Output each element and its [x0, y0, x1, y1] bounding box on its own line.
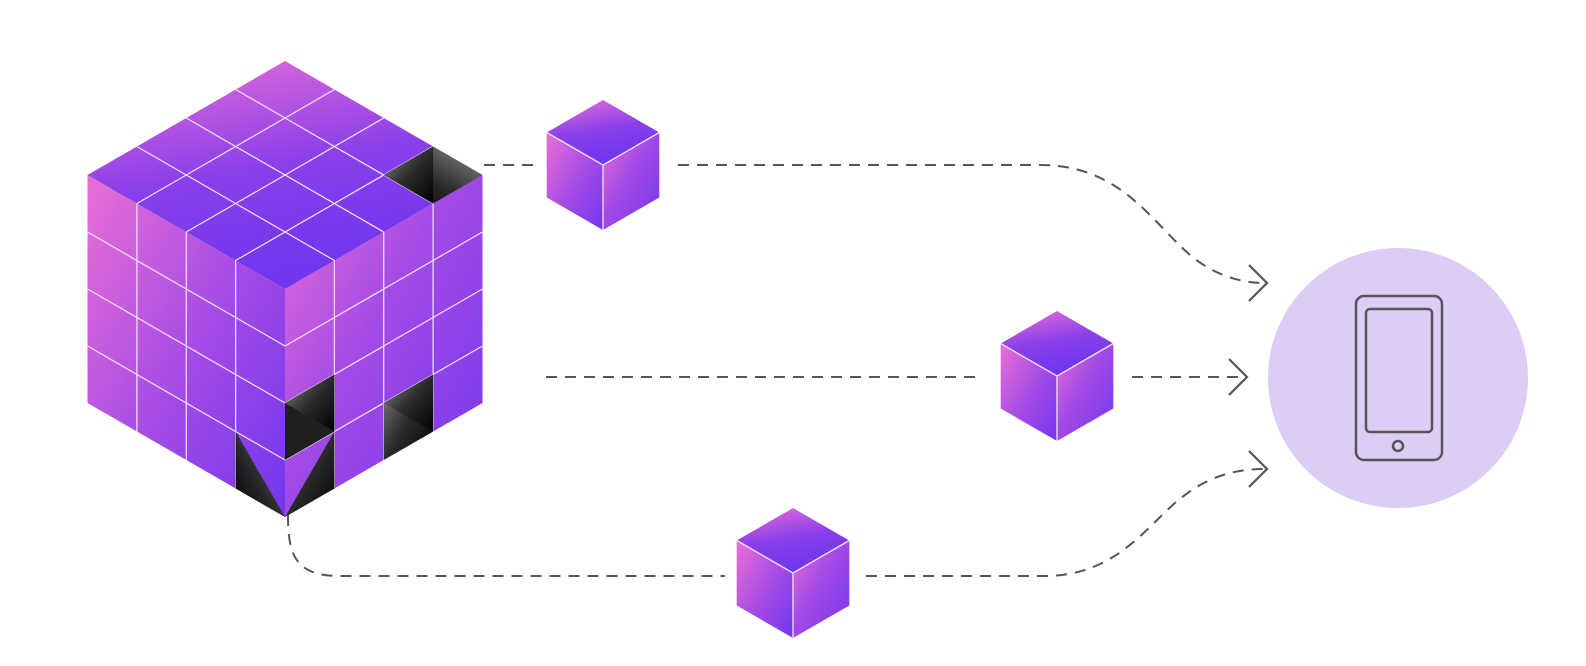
block-left-face [1000, 343, 1057, 441]
block-top [546, 100, 660, 230]
device-circle [1268, 248, 1528, 508]
arrowhead-icon [1248, 450, 1269, 488]
arrowhead-icon [1228, 358, 1249, 396]
cavity-bottom-right [285, 431, 335, 517]
device-target [1268, 248, 1528, 508]
smartphone-icon [1354, 294, 1444, 462]
missing-cubelets [235, 146, 483, 517]
cavity-shade [285, 374, 335, 432]
connector-cube-to-block-bottom [287, 514, 725, 577]
block-bottom [736, 508, 850, 638]
block-right-face [1057, 343, 1114, 441]
block-top-face [736, 508, 850, 573]
small-blocks [546, 100, 1114, 638]
connectors [287, 164, 1269, 577]
block-top-face [546, 100, 660, 165]
connector-bottom-to-device [866, 468, 1265, 577]
arrowhead-icon [1248, 264, 1269, 302]
big-cube [87, 61, 483, 517]
block-middle [1000, 311, 1114, 441]
connector-top-to-device [678, 164, 1265, 284]
cavity-bottom-left [235, 431, 285, 517]
cavity-top-corner-shade [383, 146, 434, 204]
cavity-shade [383, 374, 434, 432]
